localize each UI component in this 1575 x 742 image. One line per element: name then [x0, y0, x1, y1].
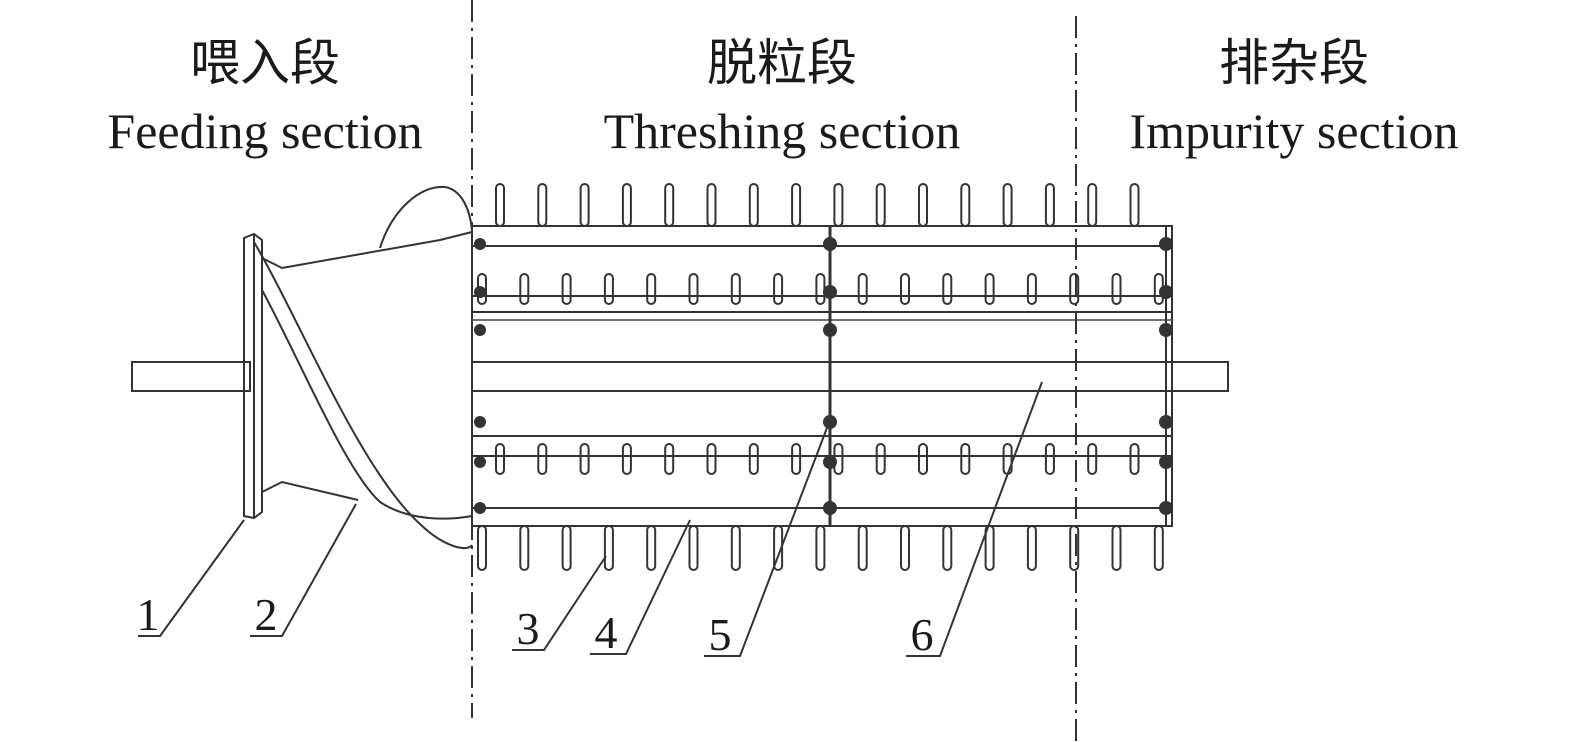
drum-frame: [471, 225, 1173, 527]
tooth-bottom: [603, 525, 614, 571]
spiral-blade-front: [253, 241, 473, 549]
tooth-top: [748, 183, 759, 227]
tooth-lower: [664, 443, 675, 475]
tooth-lower: [1044, 443, 1055, 475]
leader-4: [590, 519, 691, 655]
impurity-section-label-zh: 排杂段: [1219, 34, 1369, 92]
tooth-lower: [833, 443, 844, 475]
tooth-upper: [1153, 273, 1164, 305]
tooth-upper: [815, 273, 826, 305]
callout-4: 4: [595, 607, 618, 658]
shaft-right-end: [471, 361, 1229, 392]
callout-2: 2: [255, 589, 278, 640]
tooth-top: [1087, 183, 1098, 227]
tooth-upper: [773, 273, 784, 305]
tooth-top: [1044, 183, 1055, 227]
feeding-section-label-en: Feeding section: [107, 103, 422, 159]
tooth-upper: [1026, 273, 1037, 305]
tooth-lower: [748, 443, 759, 475]
tooth-top: [664, 183, 675, 227]
tooth-bottom: [730, 525, 741, 571]
tooth-lower: [495, 443, 505, 475]
tooth-upper: [857, 273, 868, 305]
tooth-lower: [918, 443, 928, 475]
tooth-upper: [900, 273, 910, 305]
tooth-top: [833, 183, 844, 227]
tooth-upper: [1069, 273, 1080, 305]
tooth-upper: [519, 273, 530, 305]
callout-5: 5: [709, 609, 732, 660]
tooth-upper: [1111, 273, 1122, 305]
tooth-upper: [688, 273, 699, 305]
tooth-bottom: [1153, 525, 1164, 571]
tooth-upper: [984, 273, 995, 305]
callout-leaders: [138, 381, 1043, 657]
tooth-top: [1129, 183, 1140, 227]
tooth-bottom: [477, 525, 487, 571]
callout-6: 6: [911, 609, 934, 660]
tooth-top: [960, 183, 971, 227]
tooth-top: [918, 183, 928, 227]
impurity-section-label-en: Impurity section: [1129, 103, 1458, 159]
tooth-lower: [791, 443, 802, 475]
tooth-lower: [960, 443, 971, 475]
feeding-section-label-zh: 喂入段: [190, 34, 340, 92]
shaft-left-end: [131, 361, 251, 392]
tooth-lower: [537, 443, 548, 475]
tooth-bottom: [1069, 525, 1080, 571]
callout-numbers: 1 2 3 4 5 6: [137, 589, 934, 660]
tooth-top: [875, 183, 886, 227]
tooth-bottom: [561, 525, 572, 571]
leader-5: [704, 419, 831, 657]
tooth-bottom: [984, 525, 995, 571]
tooth-bottom: [900, 525, 910, 571]
drum-outline: [471, 225, 1173, 527]
callout-1: 1: [137, 589, 160, 640]
tooth-bottom: [688, 525, 699, 571]
tooth-top: [579, 183, 590, 227]
spiral-blade-inner: [261, 289, 473, 520]
section-labels: 喂入段 Feeding section 脱粒段 Threshing sectio…: [107, 34, 1458, 159]
tooth-top: [791, 183, 802, 227]
callout-3: 3: [517, 603, 540, 654]
tooth-upper: [942, 273, 953, 305]
tooth-top: [1002, 183, 1013, 227]
tooth-top: [621, 183, 632, 227]
tooth-lower: [875, 443, 886, 475]
tooth-lower: [706, 443, 717, 475]
tooth-lower: [579, 443, 590, 475]
tooth-bottom: [942, 525, 953, 571]
tooth-upper: [477, 273, 487, 305]
leader-2: [250, 503, 357, 637]
tooth-top: [495, 183, 505, 227]
tooth-bottom: [646, 525, 657, 571]
tooth-upper: [646, 273, 657, 305]
tooth-bottom: [815, 525, 826, 571]
tooth-top: [537, 183, 548, 227]
threshing-section-label-zh: 脱粒段: [707, 34, 857, 92]
tooth-upper: [561, 273, 572, 305]
leader-1: [138, 519, 245, 637]
section-dividers: [471, 0, 1077, 742]
leader-3: [512, 555, 607, 651]
tooth-bottom: [519, 525, 530, 571]
threshing-teeth: [477, 183, 1164, 571]
spiral-blade-top: [379, 185, 473, 249]
tooth-lower: [1087, 443, 1098, 475]
tooth-bottom: [1111, 525, 1122, 571]
tooth-upper: [603, 273, 614, 305]
tooth-top: [706, 183, 717, 227]
tooth-bottom: [857, 525, 868, 571]
leader-6: [906, 381, 1043, 657]
shaft: [131, 361, 1229, 392]
tooth-upper: [730, 273, 741, 305]
tooth-bottom: [1026, 525, 1037, 571]
feeding-auger: [243, 185, 473, 549]
tooth-lower: [1129, 443, 1140, 475]
tooth-lower: [621, 443, 632, 475]
threshing-section-label-en: Threshing section: [604, 103, 961, 159]
